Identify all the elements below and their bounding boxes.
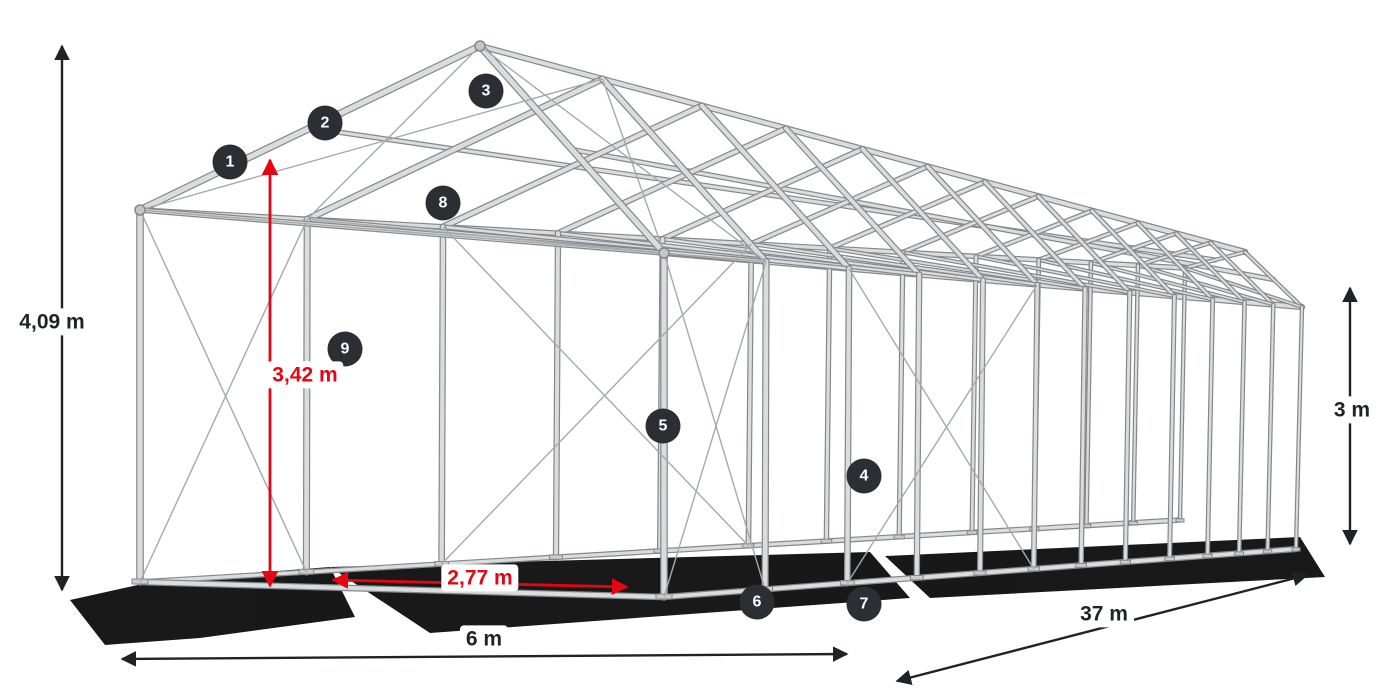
length-arrow: [895, 570, 1309, 686]
width-label: 6 m: [459, 625, 509, 653]
width-arrow: [120, 646, 849, 667]
length-label: 37 m: [1074, 600, 1134, 628]
callout-2-badge[interactable]: 2: [307, 105, 343, 141]
total-height-label: 4,09 m: [13, 308, 91, 336]
bay-spacing-label: 2,77 m: [441, 564, 519, 592]
ground-shadow: [70, 537, 1325, 645]
callout-6-badge[interactable]: 6: [739, 584, 775, 620]
callout-3-badge[interactable]: 3: [468, 73, 504, 109]
callout-1-badge[interactable]: 1: [212, 144, 248, 180]
callout-4-badge[interactable]: 4: [846, 458, 882, 494]
callout-8-badge[interactable]: 8: [425, 185, 461, 221]
entrance-height-label: 3,42 m: [266, 361, 344, 389]
callout-5-badge[interactable]: 5: [645, 408, 681, 444]
callout-9-badge[interactable]: 9: [327, 331, 363, 367]
callout-7-badge[interactable]: 7: [846, 586, 882, 622]
side-height-label: 3 m: [1327, 396, 1377, 424]
